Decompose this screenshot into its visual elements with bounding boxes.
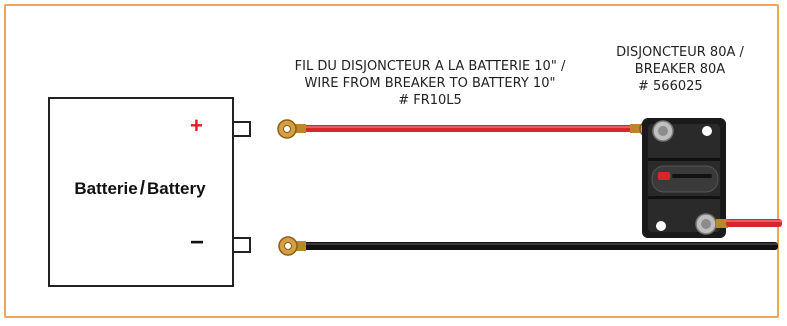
wire-label-line1: FIL DU DISJONCTEUR A LA BATTERIE 10" / — [294, 59, 566, 74]
breaker-label-line1: DISJONCTEUR 80A / — [616, 45, 744, 60]
positive-terminal — [232, 121, 251, 137]
breaker-reset-lever — [651, 165, 719, 193]
breaker-label-part-number: # 566025 — [638, 79, 703, 94]
wire-label: FIL DU DISJONCTEUR A LA BATTERIE 10" / W… — [240, 58, 620, 109]
negative-terminal — [232, 237, 251, 253]
breaker-label: DISJONCTEUR 80A / BREAKER 80A # 566025 — [600, 44, 760, 95]
negative-wire — [278, 236, 778, 256]
positive-wire — [277, 119, 657, 139]
diagram-frame — [4, 4, 779, 318]
breaker-body — [642, 118, 726, 238]
breaker-bottom-terminal — [695, 213, 717, 235]
battery-label: Batterie/Battery — [50, 178, 230, 200]
breaker-top-terminal — [652, 120, 674, 142]
negative-symbol: − — [190, 229, 205, 256]
battery-label-separator: / — [139, 178, 145, 199]
wire-label-line2: WIRE FROM BREAKER TO BATTERY 10" — [304, 76, 556, 91]
battery-box — [48, 97, 234, 287]
wire-label-part-number: # FR10L5 — [398, 93, 462, 108]
battery-label-en: Battery — [147, 179, 206, 198]
breaker-label-line2: BREAKER 80A — [634, 62, 726, 77]
positive-symbol: + — [190, 113, 203, 138]
breaker-output-wire — [716, 219, 782, 228]
battery-label-fr: Batterie — [74, 179, 138, 198]
